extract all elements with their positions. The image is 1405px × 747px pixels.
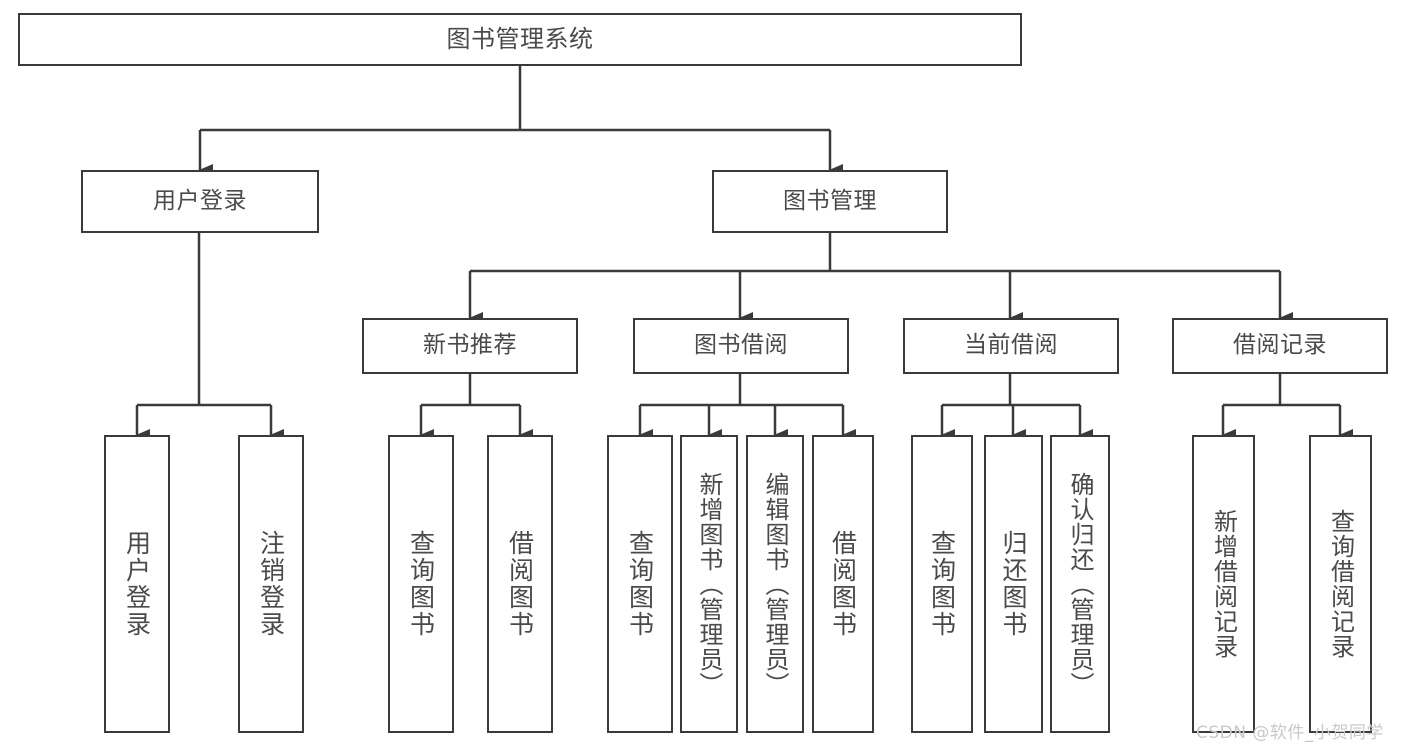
node-root[interactable]: 图书管理系统 [18,13,1022,66]
leaf-add-book-admin-label: 新增图书（管理员） [695,471,723,697]
leaf-query-borrow-record[interactable]: 查询借阅记录 [1309,435,1372,733]
leaf-return-book-label: 归还图书 [999,530,1028,638]
leaf-query-book-borrow-label: 查询图书 [625,530,655,638]
node-new-book-recommend-label: 新书推荐 [423,332,517,359]
node-current-borrow[interactable]: 当前借阅 [903,318,1119,374]
leaf-user-login-label: 用户登录 [122,530,152,638]
node-user-login-label: 用户登录 [153,187,247,214]
leaf-return-book[interactable]: 归还图书 [984,435,1043,733]
leaf-add-borrow-record[interactable]: 新增借阅记录 [1192,435,1255,733]
node-user-login[interactable]: 用户登录 [81,170,319,233]
leaf-edit-book-admin[interactable]: 编辑图书（管理员） [746,435,804,733]
leaf-query-book-recommend-label: 查询图书 [406,530,436,638]
node-book-borrow-label: 图书借阅 [694,332,788,359]
leaf-add-borrow-record-label: 新增借阅记录 [1209,509,1238,659]
leaf-query-book-current[interactable]: 查询图书 [911,435,973,733]
edge-lines [135,66,1353,441]
csdn-watermark: CSDN @软件_小贺同学 [1196,723,1384,743]
leaf-borrow-book-label: 借阅图书 [828,530,858,638]
leaf-query-book-recommend[interactable]: 查询图书 [388,435,454,733]
leaf-user-login[interactable]: 用户登录 [104,435,170,733]
node-book-borrow[interactable]: 图书借阅 [633,318,849,374]
leaf-logout-label: 注销登录 [256,530,286,638]
node-book-management-label: 图书管理 [783,187,877,214]
node-borrow-records-label: 借阅记录 [1233,332,1327,359]
node-book-management[interactable]: 图书管理 [712,170,948,233]
leaf-edit-book-admin-label: 编辑图书（管理员） [761,471,789,697]
node-borrow-records[interactable]: 借阅记录 [1172,318,1388,374]
leaf-query-book-current-label: 查询图书 [927,530,957,638]
node-current-borrow-label: 当前借阅 [964,332,1058,359]
node-root-label: 图书管理系统 [446,25,594,54]
node-new-book-recommend[interactable]: 新书推荐 [362,318,578,374]
leaf-logout[interactable]: 注销登录 [238,435,304,733]
leaf-borrow-book[interactable]: 借阅图书 [812,435,874,733]
leaf-borrow-book-recommend[interactable]: 借阅图书 [487,435,553,733]
leaf-borrow-book-recommend-label: 借阅图书 [505,530,535,638]
leaf-confirm-return-admin[interactable]: 确认归还（管理员） [1050,435,1110,733]
leaf-query-borrow-record-label: 查询借阅记录 [1326,509,1355,659]
leaf-confirm-return-admin-label: 确认归还（管理员） [1066,471,1094,697]
leaf-add-book-admin[interactable]: 新增图书（管理员） [680,435,738,733]
leaf-query-book-borrow[interactable]: 查询图书 [607,435,673,733]
